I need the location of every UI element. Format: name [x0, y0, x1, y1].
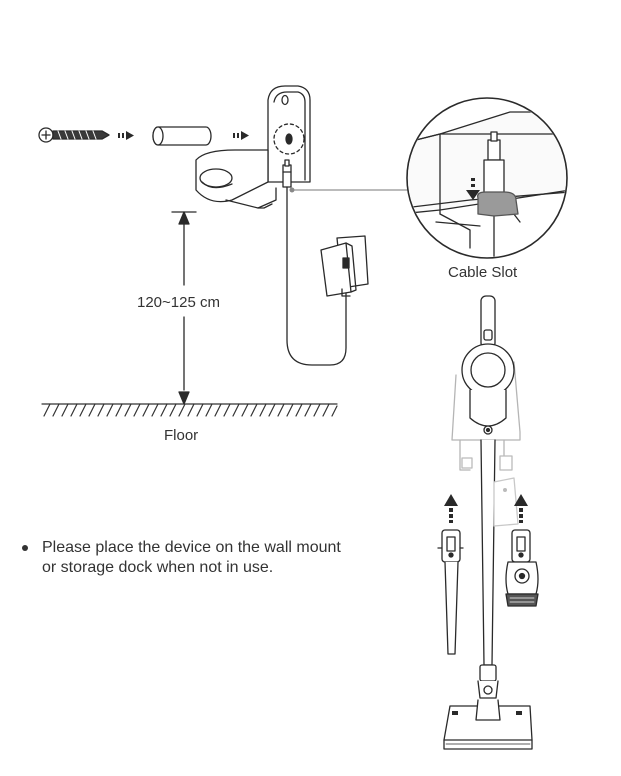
height-range-label: 120~125 cm	[137, 294, 220, 311]
instruction-line-2: or storage dock when not in use.	[42, 559, 274, 576]
height-dimension	[171, 211, 197, 405]
floor-label: Floor	[164, 427, 199, 444]
power-cable	[286, 186, 347, 366]
vacuum-on-mount	[443, 295, 533, 750]
cable-slot-label: Cable Slot	[448, 264, 518, 281]
bullet-icon	[22, 545, 28, 551]
power-adapter-icon	[320, 235, 369, 297]
up-arrow-icon	[444, 494, 458, 523]
cable-slot-zoom	[406, 97, 568, 259]
screw-icon	[38, 127, 110, 143]
instruction-line-1: Please place the device on the wall moun…	[42, 539, 341, 556]
crevice-tool	[437, 529, 464, 655]
wall-plug-icon	[152, 126, 212, 146]
zoom-anchor-dot	[289, 187, 295, 193]
wall-mount-bracket	[195, 85, 311, 209]
step-arrow-icon	[118, 131, 134, 140]
brush-tool	[505, 529, 539, 607]
usage-instruction: Please place the device on the wall moun…	[22, 538, 341, 578]
up-arrow-icon	[514, 494, 528, 523]
step-arrow-icon	[233, 131, 249, 140]
floor-line	[41, 403, 338, 417]
